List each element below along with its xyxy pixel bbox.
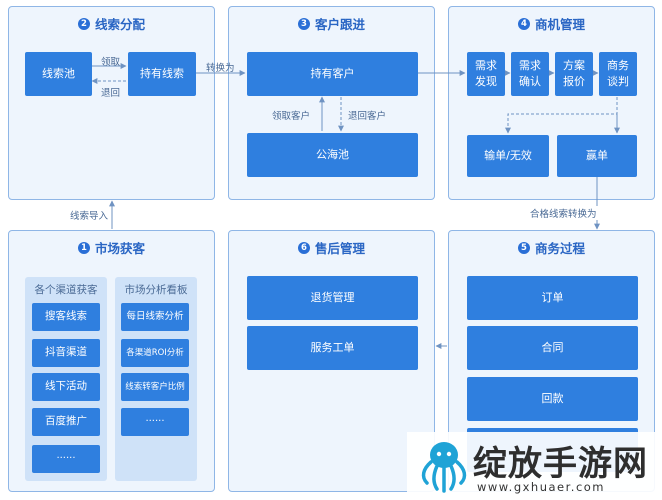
step-number-badge: 1: [77, 241, 90, 254]
channel-item[interactable]: 搜客线索: [32, 303, 100, 331]
held-clue-box[interactable]: 持有线索: [128, 52, 196, 96]
panel-title: 4 商机管理: [449, 14, 654, 33]
service-ticket-box[interactable]: 服务工单: [247, 326, 418, 370]
panel-title-text: 售后管理: [314, 241, 365, 256]
step-business-negotiation[interactable]: 商务 谈判: [599, 52, 637, 96]
panel-title-text: 商务过程: [534, 241, 585, 256]
watermark-brand: 绽放手游网: [473, 444, 648, 484]
panel-title-text: 线索分配: [94, 17, 145, 32]
panel-title-text: 市场获客: [94, 241, 145, 256]
watermark-url: www.gxhuaer.com: [477, 480, 606, 494]
held-customer-box[interactable]: 持有客户: [247, 52, 418, 96]
step-demand-confirm[interactable]: 需求 确认: [511, 52, 549, 96]
step-label: 方案 报价: [563, 59, 585, 88]
channel-item[interactable]: 抖音渠道: [32, 339, 100, 367]
step-demand-discovery[interactable]: 需求 发现: [467, 52, 505, 96]
arrow-to-lose: [505, 97, 618, 134]
analysis-item[interactable]: 线索转客户比例: [121, 373, 189, 401]
step-number-badge: 5: [517, 241, 530, 254]
payment-collection-box[interactable]: 回款: [467, 377, 638, 421]
panel-title: 2 线索分配: [9, 14, 214, 33]
lose-invalid-box[interactable]: 输单/无效: [467, 135, 549, 177]
step-label: 需求 发现: [475, 59, 497, 88]
label-claim-customer: 领取客户: [272, 111, 311, 122]
watermark: 绽放手游网 www.gxhuaer.com: [407, 432, 662, 500]
panel-title-text: 客户跟进: [314, 17, 365, 32]
label-clue-import: 线索导入: [68, 208, 111, 222]
panel-title-text: 商机管理: [534, 17, 585, 32]
step-label: 需求 确认: [519, 59, 541, 88]
win-box[interactable]: 赢单: [557, 135, 637, 177]
step-number-badge: 4: [517, 17, 530, 30]
analysis-item[interactable]: 每日线索分析: [121, 303, 189, 331]
channels-title: 各个渠道获客: [34, 284, 98, 296]
analysis-item[interactable]: 各渠道ROI分析: [121, 339, 189, 367]
channel-item[interactable]: 线下活动: [32, 373, 100, 401]
step-number-badge: 6: [297, 241, 310, 254]
step-number-badge: 3: [297, 17, 310, 30]
contract-box[interactable]: 合同: [467, 326, 638, 370]
analysis-title: 市场分析看板: [124, 284, 188, 296]
panel-title: 3 客户跟进: [229, 14, 434, 33]
return-management-box[interactable]: 退货管理: [247, 276, 418, 320]
public-sea-pool-box[interactable]: 公海池: [247, 133, 418, 177]
channel-item-more[interactable]: ······: [32, 445, 100, 473]
label-return-clue: 退回: [101, 88, 121, 99]
step-label: 商务 谈判: [607, 59, 629, 88]
channel-item[interactable]: 百度推广: [32, 408, 100, 436]
order-box[interactable]: 订单: [467, 276, 638, 320]
label-return-customer: 退回客户: [348, 111, 387, 122]
panel-clue-allocation: 2 线索分配: [8, 6, 215, 200]
panel-title: 5 商务过程: [449, 238, 654, 257]
octopus-logo-icon: [421, 442, 467, 493]
clue-pool-box[interactable]: 线索池: [25, 52, 92, 96]
step-number-badge: 2: [77, 17, 90, 30]
analysis-item-more[interactable]: ······: [121, 408, 189, 436]
label-qualified-convert: 合格线索转换为: [528, 206, 599, 220]
panel-title: 1 市场获客: [9, 238, 214, 257]
panel-title: 6 售后管理: [229, 238, 434, 257]
step-proposal-quote[interactable]: 方案 报价: [555, 52, 593, 96]
label-convert: 转换为: [206, 63, 235, 74]
label-claim-clue: 领取: [101, 57, 121, 68]
